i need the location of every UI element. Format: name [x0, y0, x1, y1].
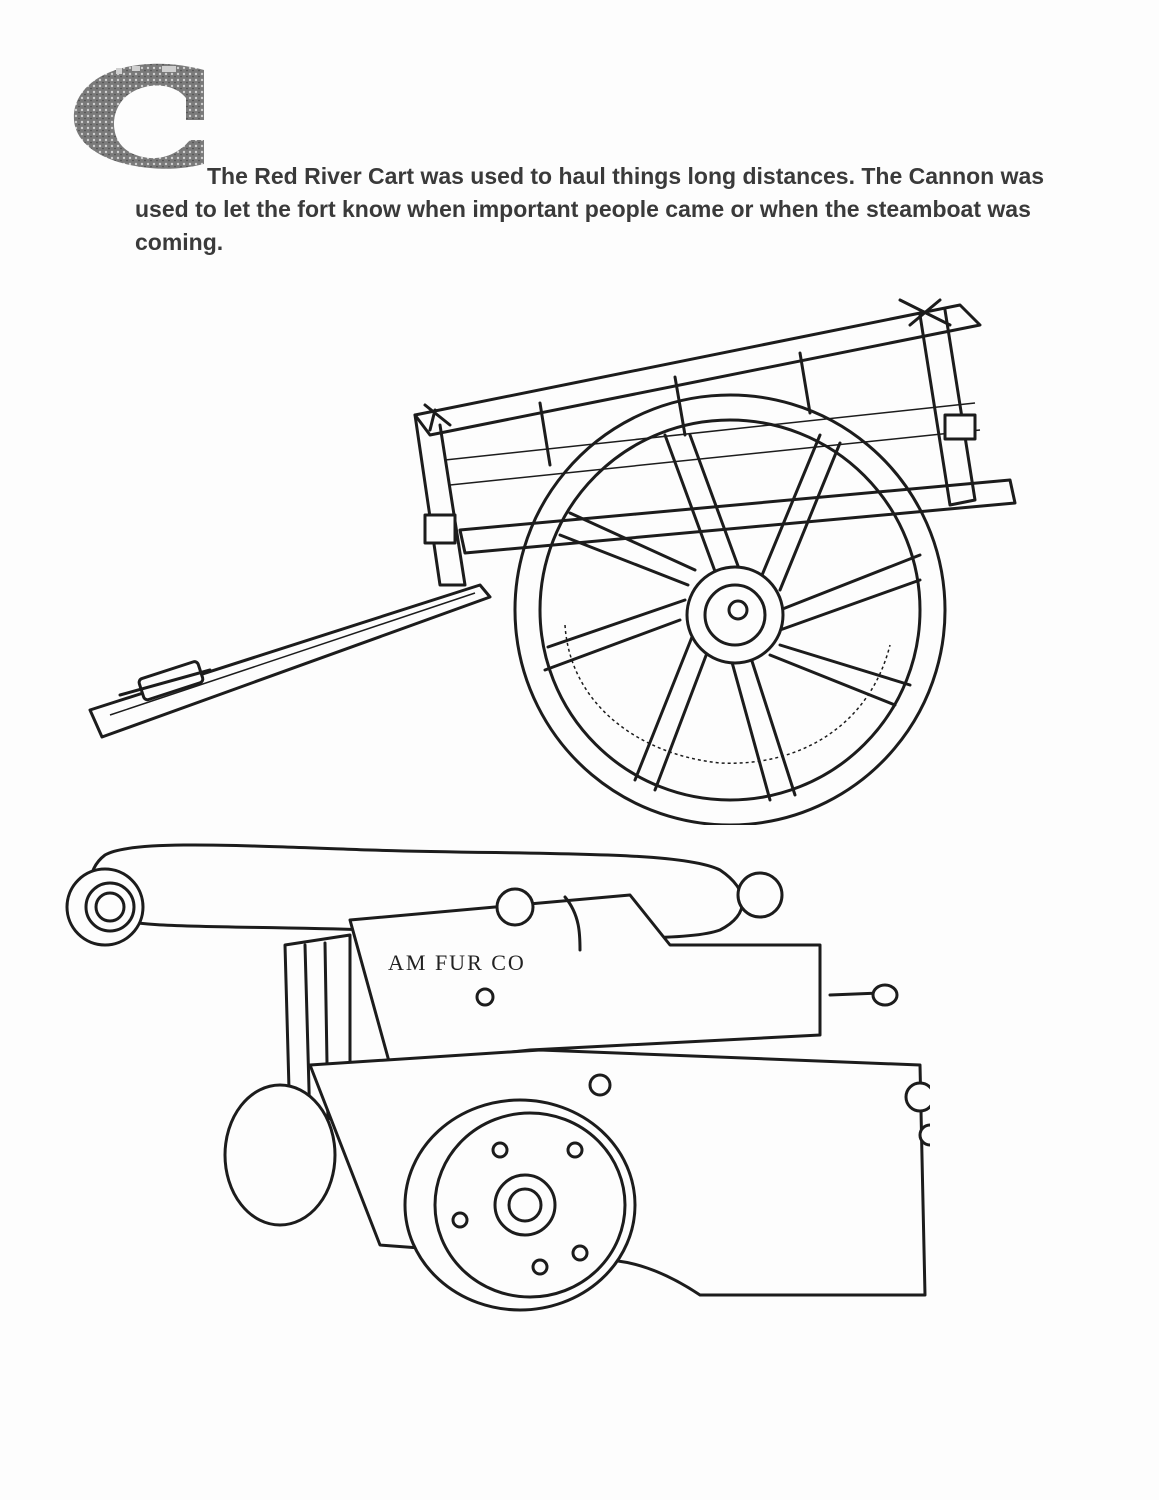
cannon-illustration: AM FUR CO [65, 843, 930, 1312]
caption-text: The Red River Cart was used to haul thin… [135, 160, 1095, 259]
cannon-stamp: AM FUR CO [388, 950, 526, 975]
red-river-cart-illustration [88, 298, 1017, 825]
caption-body: The Red River Cart was used to haul thin… [135, 163, 1045, 255]
drop-cap-letter [73, 63, 204, 169]
